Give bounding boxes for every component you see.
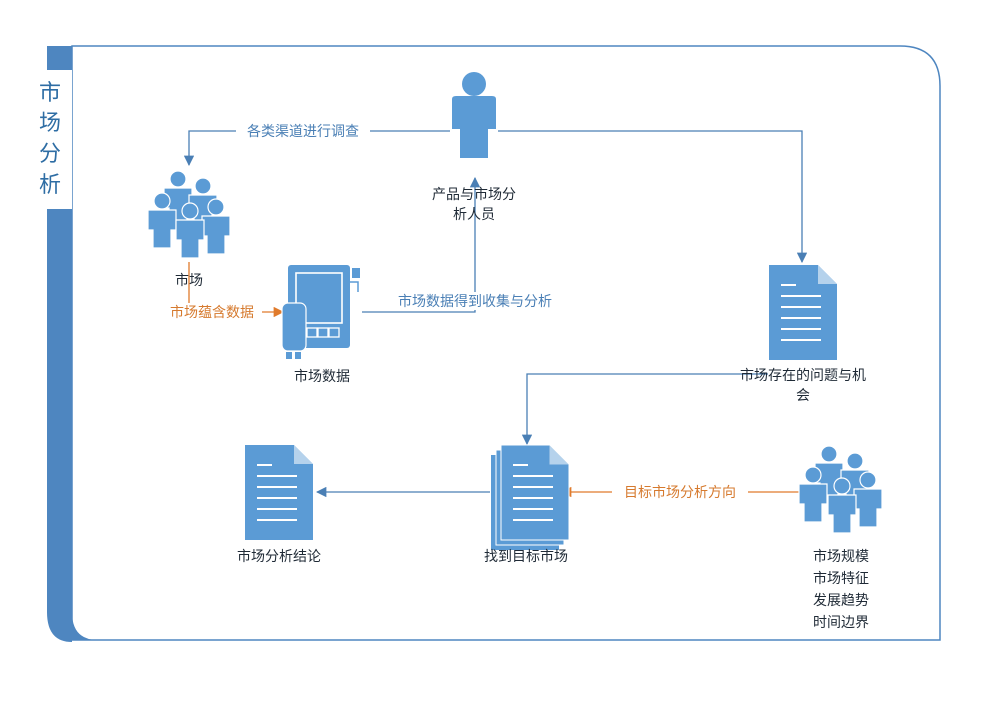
edge-problems-to-target: [521, 373, 768, 446]
page-frame: [30, 45, 941, 642]
people-group-icon: [147, 170, 231, 259]
node-analyst-label-2: 析人员: [453, 207, 495, 223]
edge-collect-label: 市场数据得到收集与分析: [398, 293, 552, 310]
node-target-label: 找到目标市场: [484, 548, 568, 565]
title-char-2: 场: [39, 111, 61, 136]
document-icon: [244, 444, 314, 541]
title-vertical: 市 场 分 析: [39, 81, 61, 198]
title-char-4: 析: [39, 173, 61, 198]
node-problems-label-2: 会: [796, 388, 810, 404]
node-problems-label-1: 市场存在的问题与机: [740, 367, 866, 384]
people-group-icon: [798, 445, 883, 534]
title-char-1: 市: [39, 81, 61, 106]
node-segments-label-4: 时间边界: [813, 615, 869, 631]
edge-survey-label: 各类渠道进行调查: [247, 124, 359, 140]
node-market-data-label: 市场数据: [294, 368, 350, 385]
document-icon: [768, 264, 838, 361]
connectors: [183, 130, 808, 498]
title-char-3: 分: [39, 142, 61, 167]
person-icon: [452, 72, 496, 158]
edge-analyst-to-problems: [498, 130, 808, 264]
node-analyst-label-1: 产品与市场分: [432, 186, 516, 203]
data-device-icon: [281, 265, 360, 359]
edge-contains-label: 市场蕴含数据: [170, 304, 254, 321]
node-segments-label-1: 市场规模: [813, 548, 869, 565]
node-segments-label-2: 市场特征: [813, 570, 869, 587]
node-market-label: 市场: [175, 272, 203, 289]
documents-stack-icon: [490, 444, 570, 551]
edge-direction-label: 目标市场分析方向: [624, 484, 736, 501]
node-conclusion-label: 市场分析结论: [237, 548, 321, 565]
edge-collect: [362, 176, 481, 313]
node-segments-label-3: 发展趋势: [813, 593, 869, 609]
